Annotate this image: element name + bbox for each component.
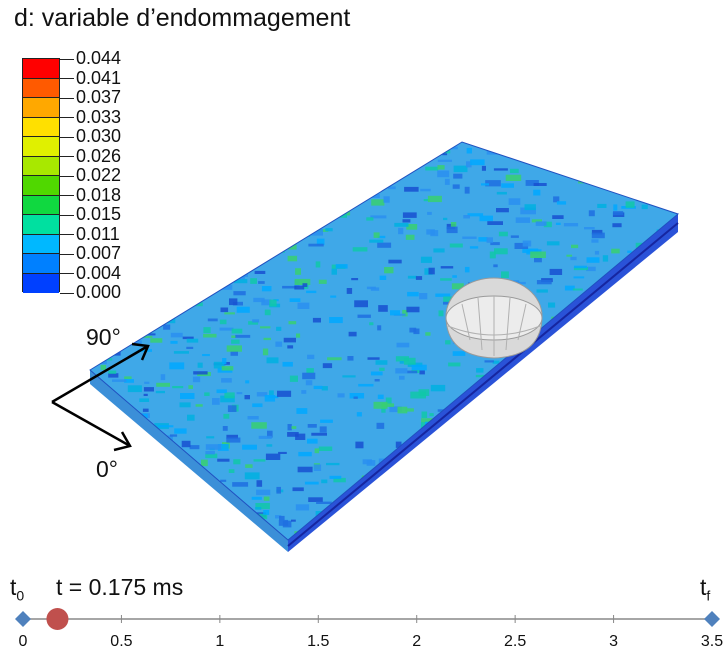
legend-tick-label: 0.018 <box>60 185 121 205</box>
time-axis-tick-label: 2 <box>412 633 422 650</box>
time-axis <box>15 608 720 630</box>
legend-tick-label: 0.000 <box>60 282 121 302</box>
legend-tick-label: 0.044 <box>60 48 121 68</box>
start-marker <box>15 611 31 627</box>
legend-tick-label: 0.030 <box>60 126 121 146</box>
legend-tick-label: 0.037 <box>60 87 121 107</box>
laminate-plate-scene <box>51 141 680 552</box>
end-marker <box>704 611 720 627</box>
legend-tick-label: 0.033 <box>60 107 121 127</box>
legend-swatch <box>23 78 59 98</box>
legend-tick-label: 0.041 <box>60 68 121 88</box>
legend-tick-label: 0.004 <box>60 263 121 283</box>
ply-direction-arrows <box>51 342 150 452</box>
time-axis-tick-label: 3.5 <box>700 633 724 650</box>
legend-swatch <box>23 117 59 137</box>
legend-tick-label: 0.011 <box>60 224 120 244</box>
legend-swatch <box>23 195 59 215</box>
legend-swatch <box>23 156 59 176</box>
time-axis-tick-label: 0.5 <box>110 633 133 650</box>
time-axis-tick-label: 1 <box>215 633 225 650</box>
legend-swatch <box>23 137 59 157</box>
time-axis-tick-label: 0 <box>18 633 28 650</box>
current-time-label: t = 0.175 ms <box>56 574 184 600</box>
time-scale: t0 t = 0.175 ms tf 0 0.5 1 1.5 2 2.5 3 3.5 <box>0 560 728 657</box>
legend-color-bar <box>22 58 60 293</box>
direction-90-label: 90° <box>86 324 121 350</box>
legend-swatch <box>23 59 59 79</box>
legend-swatch <box>23 98 59 118</box>
current-time-marker[interactable] <box>46 608 69 630</box>
impactor-hemisphere <box>445 277 543 359</box>
time-axis-tick-label: 1.5 <box>307 633 330 650</box>
time-axis-tick-label: 2.5 <box>504 633 527 650</box>
legend-tick-label: 0.022 <box>60 165 121 185</box>
direction-0-label: 0° <box>96 456 118 482</box>
legend-swatch <box>23 254 59 274</box>
plate-front-edge <box>288 214 678 552</box>
plate-left-edge <box>90 370 288 552</box>
legend-swatch <box>23 273 59 293</box>
legend-swatch <box>23 215 59 235</box>
legend-swatch <box>23 234 59 254</box>
contour-title: d: variable d’endommagement <box>14 4 351 32</box>
legend-tick-label: 0.026 <box>60 146 121 166</box>
time-axis-tick-label: 3 <box>609 633 619 650</box>
legend-tick-label: 0.015 <box>60 204 121 224</box>
legend-swatch <box>23 176 59 196</box>
legend-tick-label: 0.007 <box>60 243 121 263</box>
start-time-label: t0 <box>10 574 25 604</box>
end-time-label: tf <box>700 574 711 604</box>
